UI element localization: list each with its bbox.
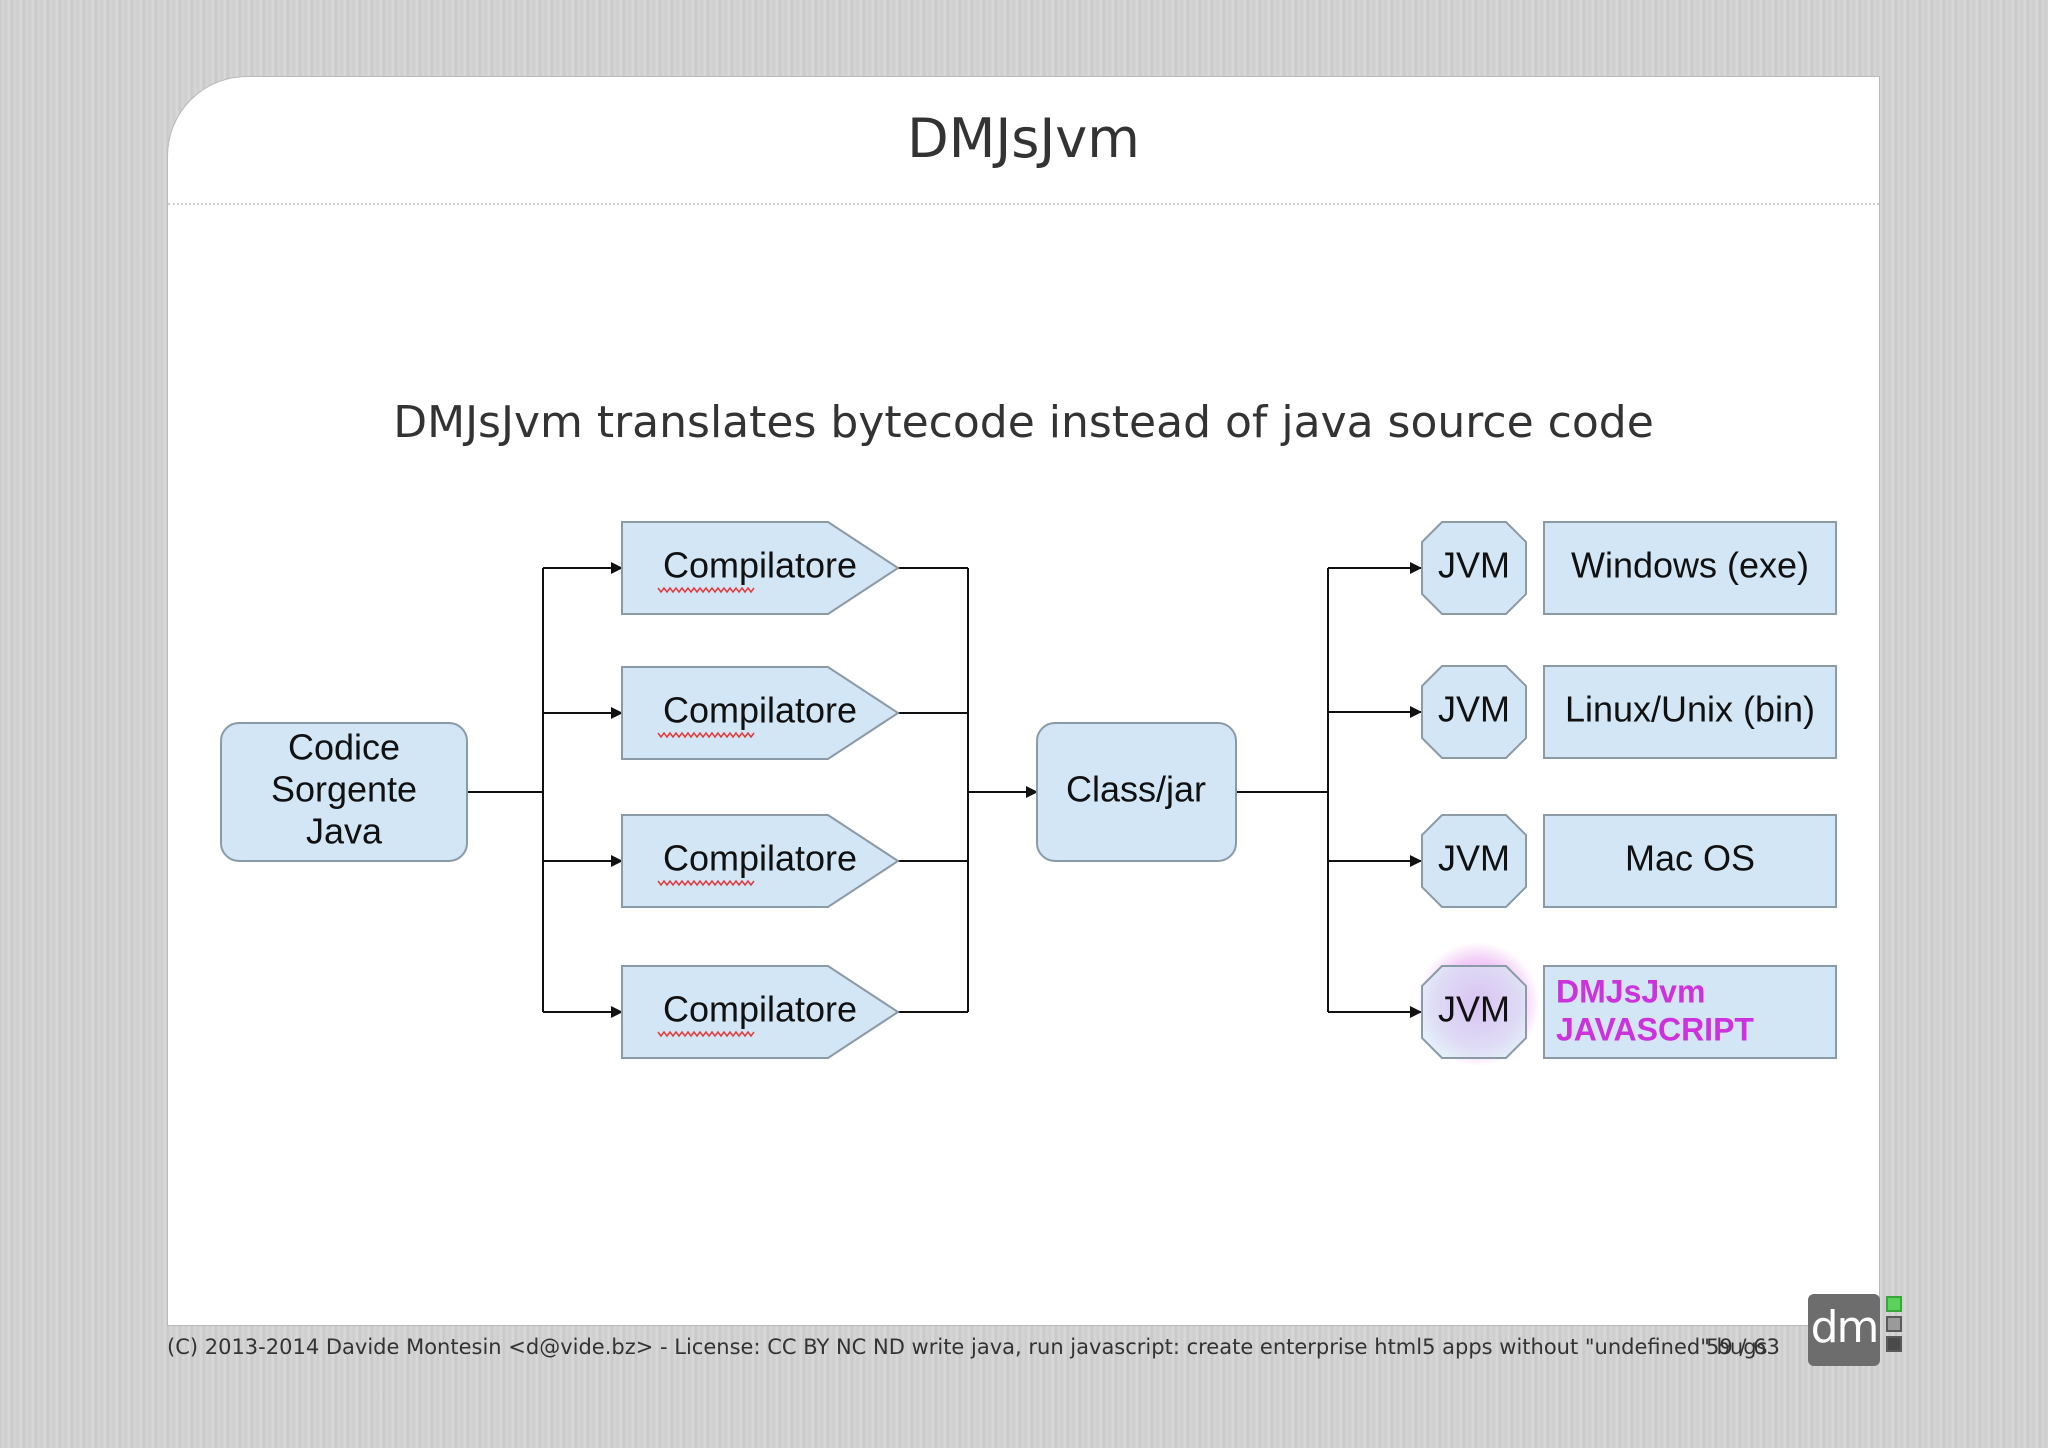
slide-subtitle: DMJsJvm translates bytecode instead of j… (393, 397, 1654, 448)
target-label-3: Mac OS (1625, 838, 1755, 879)
page-counter: 59 / 63 (1706, 1335, 1780, 1359)
target-box-4 (1543, 965, 1837, 1059)
spellcheck-underline-3 (657, 879, 755, 887)
target-label-1: Windows (exe) (1571, 545, 1809, 586)
logo-squares (1886, 1296, 1906, 1356)
footer-copyright: (C) 2013-2014 Davide Montesin <d@vide.bz… (167, 1335, 1768, 1359)
slide-title: DMJsJvm (907, 107, 1140, 170)
jvm-label-1: JVM (1438, 545, 1510, 586)
jvm-octagon-3 (1421, 814, 1527, 908)
spellcheck-underline-2 (657, 731, 755, 739)
source-label-line-1: Codice (288, 727, 400, 768)
target-label-4-line-2: JAVASCRIPT (1556, 1011, 1754, 1047)
compiler-label-1: Compilatore (663, 545, 857, 586)
jvm-label-2: JVM (1438, 689, 1510, 730)
diagram-nodes: CodiceSorgenteJavaCompilatoreCompilatore… (220, 521, 1837, 1066)
source-label-line-3: Java (306, 811, 383, 852)
jvm-label-3: JVM (1438, 838, 1510, 879)
connector-lines (467, 562, 1422, 1018)
compiler-label-3: Compilatore (663, 838, 857, 879)
target-label-2: Linux/Unix (bin) (1565, 689, 1815, 730)
compiler-label-4: Compilatore (663, 989, 857, 1030)
jvm-octagon-4 (1421, 965, 1527, 1059)
jvm-label-4: JVM (1438, 989, 1510, 1030)
dm-logo: dm (1808, 1294, 1880, 1366)
target-box-3 (1543, 814, 1837, 908)
target-label-4-line-1: DMJsJvm (1556, 973, 1705, 1009)
jvm-octagon-1 (1421, 521, 1527, 615)
source-code-box (220, 722, 468, 862)
logo-square-dark (1886, 1336, 1902, 1352)
target-box-1 (1543, 521, 1837, 615)
logo-square-grey (1886, 1316, 1902, 1332)
spellcheck-underline-1 (657, 586, 755, 594)
compiler-label-2: Compilatore (663, 690, 857, 731)
logo-square-green (1886, 1296, 1902, 1312)
title-divider (168, 203, 1879, 205)
jvm-octagon-2 (1421, 665, 1527, 759)
classjar-box (1036, 722, 1237, 862)
spellcheck-underline-4 (657, 1030, 755, 1038)
classjar-label: Class/jar (1066, 769, 1206, 810)
target-box-2 (1543, 665, 1837, 759)
source-label-line-2: Sorgente (271, 769, 417, 810)
